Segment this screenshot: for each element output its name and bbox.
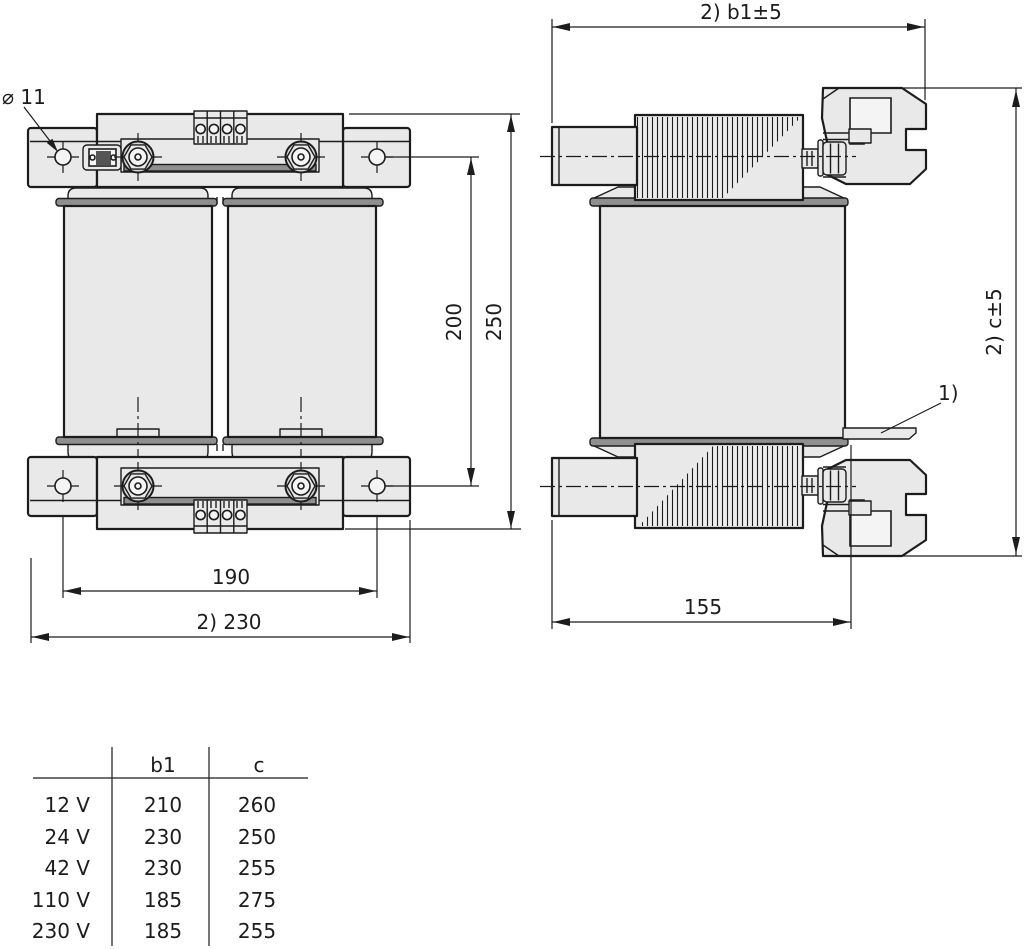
dimension-190: 190 <box>62 516 378 598</box>
table-row: 42 V 230 255 <box>45 856 277 880</box>
dimension-155: 155 <box>551 445 852 629</box>
cell-voltage: 24 V <box>45 825 91 849</box>
note-1-label: 1) <box>938 381 959 405</box>
cell-voltage: 12 V <box>45 793 91 817</box>
table-header-b1: b1 <box>150 753 175 777</box>
mounting-hole <box>47 141 79 173</box>
cell-b1: 210 <box>144 793 182 817</box>
stud-nut-top <box>801 139 847 177</box>
cell-c: 250 <box>238 825 276 849</box>
dim-250-label: 250 <box>482 303 506 341</box>
bolt <box>114 133 162 181</box>
hole-diameter-label: ⌀ 11 <box>2 85 46 109</box>
mounting-hole <box>361 470 393 502</box>
table-header-c: c <box>254 753 265 777</box>
cell-b1: 185 <box>144 888 182 912</box>
winding-top <box>633 113 805 202</box>
clamp-bracket-bottom <box>820 458 928 558</box>
note-1: 1) <box>880 381 959 434</box>
cell-c: 255 <box>238 856 276 880</box>
front-view: ⌀ 11 200 250 190 2) 230 <box>2 85 521 643</box>
mounting-rail <box>842 427 917 440</box>
mounting-hole <box>361 141 393 173</box>
dimension-200: 200 <box>386 156 479 487</box>
table-row: 230 V 185 255 <box>32 919 276 943</box>
dim-230-label: 2) 230 <box>196 610 261 634</box>
bolt <box>277 133 325 181</box>
spec-table: b1 c 12 V 210 260 24 V 230 250 42 V 230 … <box>32 747 308 946</box>
cell-b1: 230 <box>144 856 182 880</box>
mounting-holes <box>47 141 393 502</box>
dimension-c: 2) c±5 <box>848 87 1022 557</box>
dim-190-label: 190 <box>212 565 250 589</box>
side-view: 1) 2) b1±5 2) c±5 155 <box>540 0 1022 629</box>
dimension-b1: 2) b1±5 <box>551 0 926 123</box>
terminal-block-top <box>193 110 248 145</box>
dim-c-label: 2) c±5 <box>982 288 1006 355</box>
table-row: 12 V 210 260 <box>45 793 277 817</box>
dim-b1-label: 2) b1±5 <box>700 0 782 24</box>
tie-rod-bolts <box>114 133 325 510</box>
cell-b1: 230 <box>144 825 182 849</box>
cell-c: 255 <box>238 919 276 943</box>
dimension-230: 2) 230 <box>30 520 411 643</box>
cell-voltage: 42 V <box>45 856 91 880</box>
cell-voltage: 230 V <box>32 919 91 943</box>
stud-nut-bottom <box>801 467 847 505</box>
coil-bodies <box>62 204 378 439</box>
table-row: 24 V 230 250 <box>45 825 277 849</box>
cell-voltage: 110 V <box>32 888 91 912</box>
bolt <box>114 462 162 510</box>
cell-c: 275 <box>238 888 276 912</box>
dimension-250: 250 <box>345 113 521 530</box>
core-body <box>598 204 847 440</box>
mounting-hole <box>47 470 79 502</box>
dim-155-label: 155 <box>684 595 722 619</box>
coil-rims <box>55 197 384 446</box>
clamp-bracket-top <box>820 86 928 186</box>
bolt <box>277 462 325 510</box>
dim-200-label: 200 <box>442 303 466 341</box>
terminal-block-bottom <box>193 499 248 534</box>
cell-c: 260 <box>238 793 276 817</box>
table-row: 110 V 185 275 <box>32 888 276 912</box>
cell-b1: 185 <box>144 919 182 943</box>
dimension-hole-diameter: ⌀ 11 <box>2 85 58 152</box>
